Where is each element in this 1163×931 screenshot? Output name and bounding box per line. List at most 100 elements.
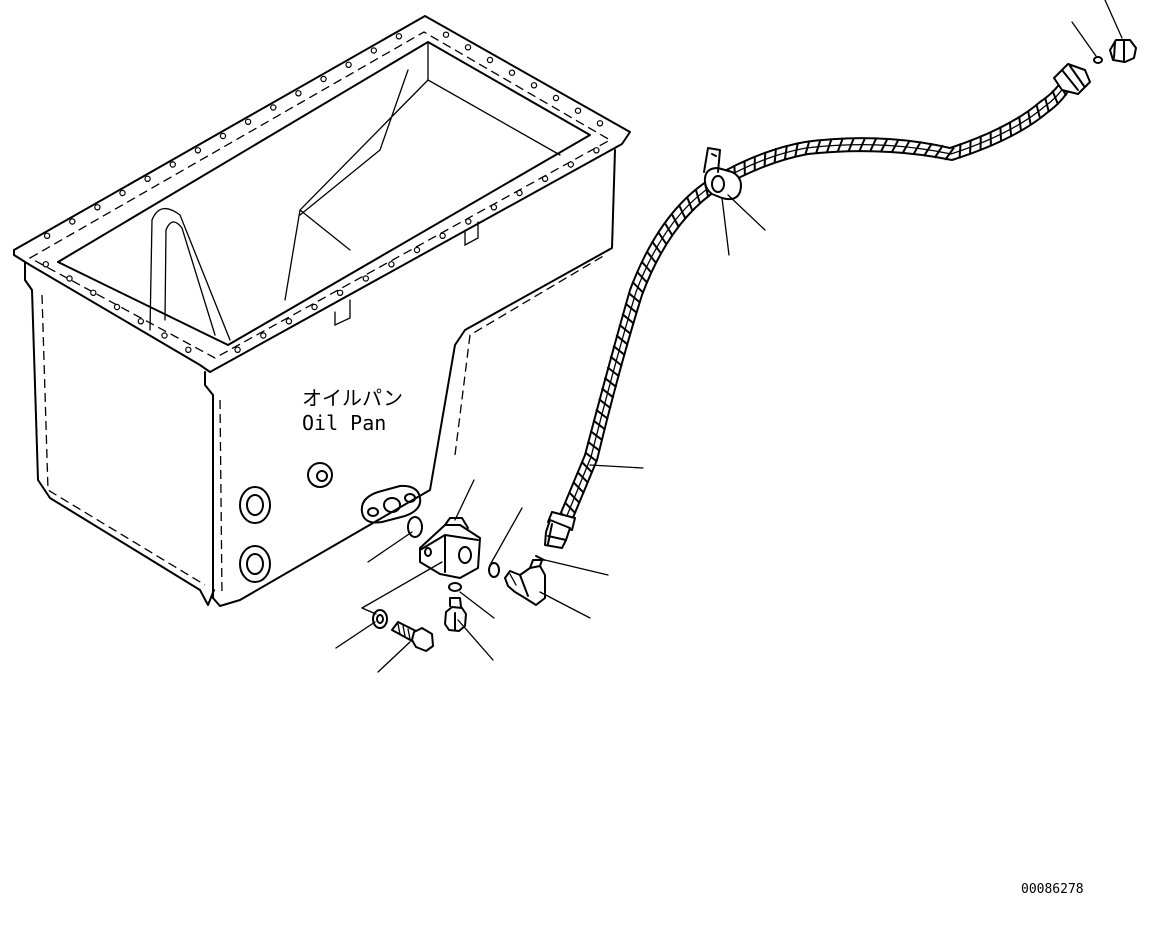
bolt — [392, 622, 433, 651]
hose-wrap-stripe — [679, 205, 685, 219]
hose-wrap-stripe — [565, 502, 576, 513]
hose-wrap-stripe — [696, 189, 701, 204]
flange-bolt-hole — [371, 48, 376, 53]
flange-bolt-hole — [594, 148, 599, 153]
flange-bolt-hole — [597, 121, 602, 126]
flange-bolt-hole — [114, 304, 119, 309]
hose-wrap-stripe — [622, 314, 634, 324]
flange-bolt-hole — [120, 190, 125, 195]
oil-pan-boss-lower — [240, 546, 270, 582]
flange-bolt-hole — [91, 290, 96, 295]
hose-wrap-stripe — [637, 272, 647, 283]
hose-wrap-stripe — [625, 303, 637, 313]
hose-wrap-stripe — [602, 388, 614, 397]
flange-bolt-hole — [509, 70, 514, 75]
flange-bolt-hole — [553, 95, 558, 100]
hose-wrap-stripe — [642, 261, 652, 272]
oil-pan-label-en: Oil Pan — [302, 411, 386, 435]
flange-bolt-hole — [261, 333, 266, 338]
hose-wrap-stripe — [672, 214, 679, 228]
flange-bolt-hole — [443, 32, 448, 37]
hose-wrap-stripe — [1000, 127, 1001, 142]
oil-pan-boss-upper — [240, 487, 270, 523]
hose-wrap-stripe — [607, 367, 619, 376]
oil-pan-left-wall — [25, 262, 214, 605]
oil-pan: オイルパン Oil Pan — [14, 16, 630, 606]
washer — [373, 610, 387, 628]
hose-wrap-stripe — [599, 399, 611, 408]
flange-bolt-hole — [440, 233, 445, 238]
hose-wrap-stripe — [647, 251, 657, 263]
flange-bolt-hole — [338, 290, 343, 295]
hose-wrap-stripe — [604, 378, 616, 387]
flange-bolt-hole — [465, 45, 470, 50]
hose-wrap-stripe — [960, 143, 961, 158]
oil-pan-opening — [58, 42, 590, 345]
connector-nut — [1110, 40, 1136, 62]
hose-wrap-stripe — [970, 140, 971, 155]
o-ring-small — [449, 583, 461, 591]
flange-bolt-hole — [45, 233, 50, 238]
hose-end-lower — [545, 512, 575, 548]
flange-bolt-hole — [246, 119, 251, 124]
flange-bolt-hole — [414, 247, 419, 252]
flange-bolt-hole — [95, 205, 100, 210]
flange-bolt-hole — [43, 262, 48, 267]
oil-pan-inner-rib — [150, 209, 230, 340]
hose-wrap-stripe — [593, 420, 605, 429]
flange-bolt-hole — [138, 319, 143, 324]
hose-wrap-stripe — [585, 452, 597, 461]
oil-pan-flange-holes — [43, 32, 602, 352]
elbow-fitting — [505, 560, 545, 605]
hose-wrap-stripe — [573, 482, 584, 493]
hose-wrap-stripe — [1045, 97, 1049, 112]
hose-wrap-stripe — [1036, 104, 1040, 119]
o-ring-top — [1094, 57, 1102, 63]
flange-bolt-hole — [235, 347, 240, 352]
hose-wrap-stripe — [588, 442, 600, 451]
flange-bolt-hole — [286, 319, 291, 324]
sensor-hose — [560, 80, 1070, 523]
flange-bolt-hole — [195, 148, 200, 153]
flange-bolt-hole — [531, 83, 536, 88]
flange-bolt-hole — [568, 162, 573, 167]
flange-bolt-hole — [70, 219, 75, 224]
flange-bolt-hole — [170, 162, 175, 167]
oil-pan-inner-slope — [285, 42, 560, 300]
flange-bolt-hole — [543, 176, 548, 181]
flange-bolt-hole — [517, 190, 522, 195]
hose-spiral-wrap — [561, 83, 1067, 524]
hose-wrap-stripe — [632, 282, 643, 293]
oil-pan-label-jp: オイルパン — [302, 386, 403, 410]
hose-wrap-stripe — [569, 492, 580, 503]
hose-wrap-stripe — [1010, 122, 1011, 137]
hose-wrap-stripe — [687, 197, 693, 211]
hose-wrap-stripe — [616, 335, 628, 345]
hose-clamp — [704, 148, 741, 199]
flange-bolt-hole — [220, 133, 225, 138]
flange-bolt-hole — [321, 76, 326, 81]
flange-bolt-hole — [575, 108, 580, 113]
oil-pan-flange — [14, 16, 630, 372]
flange-bolt-hole — [346, 62, 351, 67]
hose-wrap-stripe — [628, 293, 640, 303]
flange-bolt-hole — [67, 276, 72, 281]
flange-bolt-hole — [396, 34, 401, 39]
flange-bolt-hole — [145, 176, 150, 181]
hose-wrap-stripe — [1019, 116, 1021, 131]
flange-bolt-hole — [162, 333, 167, 338]
hose-wrap-stripe — [613, 346, 625, 356]
hose-wrap-stripe — [590, 431, 602, 440]
drawing-number: 00086278 — [1021, 882, 1084, 897]
hose-wrap-stripe — [596, 410, 608, 419]
flange-bolt-hole — [312, 304, 317, 309]
oil-pan-inner-tab — [335, 222, 478, 325]
flange-bolt-hole — [296, 91, 301, 96]
flange-bolt-hole — [466, 219, 471, 224]
oil-pan-boss-small — [308, 463, 332, 487]
flange-bolt-hole — [186, 347, 191, 352]
hose-wrap-stripe — [1028, 111, 1031, 126]
oil-pan-port-flange — [362, 486, 420, 523]
